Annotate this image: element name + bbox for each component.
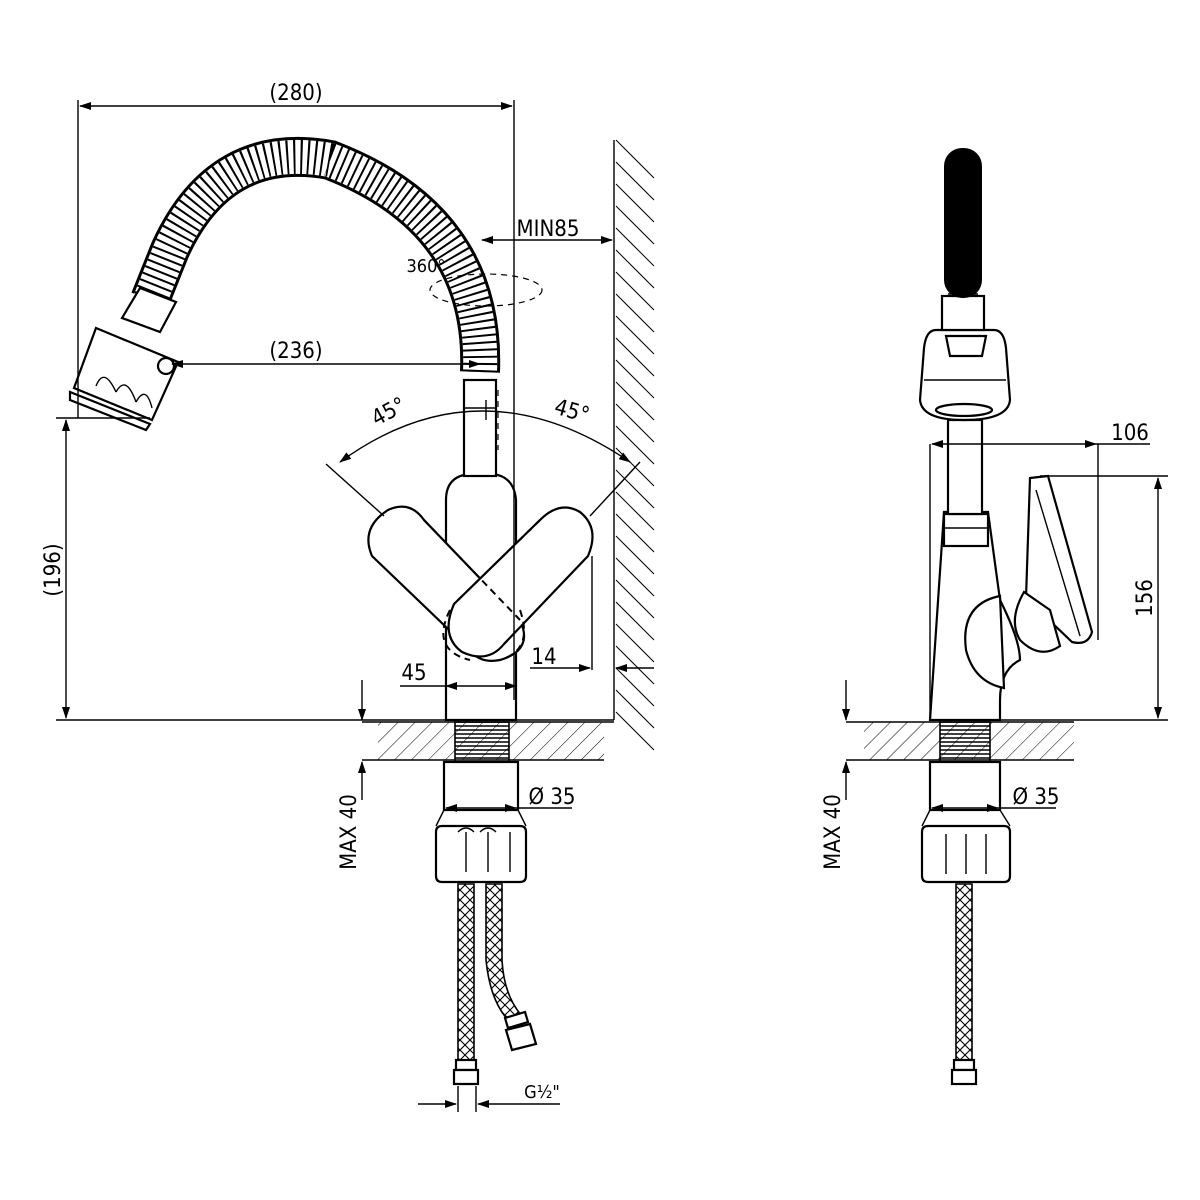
flexible-spout-hose	[131, 136, 501, 373]
wall-hatch-line	[615, 535, 655, 575]
wall-hatch-line	[615, 557, 655, 597]
wall-hatch-line	[615, 667, 655, 707]
swivel-indicator	[429, 273, 543, 307]
side-view: 106 156 Ø 35 MAX 40	[821, 148, 1168, 1086]
wall	[613, 139, 655, 751]
wall-hatch-line	[615, 491, 655, 531]
side-flexible-hose	[944, 148, 982, 298]
wall-hatch-line	[615, 425, 655, 465]
wall-hatch-line	[615, 161, 655, 201]
front-dimension-lines	[56, 100, 654, 1112]
wall-hatch-line	[615, 139, 655, 179]
side-spray-head	[918, 294, 1012, 422]
dim-thread: G½"	[524, 1082, 560, 1103]
side-dim-mount-diameter: Ø 35	[1012, 785, 1059, 810]
side-supply-hose	[950, 883, 978, 1086]
dim-height-spout: (196)	[41, 543, 66, 596]
wall-hatch-line	[615, 601, 655, 641]
wall-hatch-line	[615, 689, 655, 729]
side-spout-riser	[946, 418, 984, 516]
wall-hatch-line	[615, 579, 655, 619]
front-view: (280) (236) MIN85 360° 45° 45° (196) 45 …	[41, 81, 655, 1112]
dim-body-width: 45	[401, 661, 426, 686]
threaded-shank	[454, 721, 510, 763]
wall-hatch-line	[615, 249, 655, 289]
handle-angle-arc	[325, 400, 641, 517]
wall-hatch-line	[615, 315, 655, 355]
wall-hatch-line	[615, 227, 655, 267]
wall-hatch-line	[615, 205, 655, 245]
wall-hatch-line	[615, 337, 655, 377]
wall-hatch-line	[615, 403, 655, 443]
wall-hatch-line	[615, 183, 655, 223]
dim-max-deck: MAX 40	[337, 794, 362, 870]
side-handle-lever	[1013, 474, 1094, 653]
dim-handle-right-angle: 45°	[551, 395, 592, 429]
dim-wall-gap: 14	[531, 645, 556, 670]
side-dimension-lines	[842, 440, 1168, 812]
dim-wall-min: MIN85	[517, 217, 580, 242]
dim-mount-diameter: Ø 35	[528, 785, 575, 810]
wall-hatch-line	[615, 293, 655, 333]
spray-head	[68, 286, 180, 432]
spout-riser	[462, 378, 499, 478]
supply-hoses	[452, 883, 538, 1086]
handle-positions	[367, 505, 594, 662]
dim-reach-total: (280)	[269, 81, 322, 106]
dim-reach-spout: (236)	[269, 339, 322, 364]
wall-hatch-line	[615, 623, 655, 663]
wall-hatch-line	[615, 711, 655, 751]
wall-hatch-line	[615, 645, 655, 685]
wall-hatch-line	[615, 381, 655, 421]
side-dim-max-deck: MAX 40	[821, 794, 846, 870]
side-dim-handle-reach: 106	[1111, 421, 1149, 446]
side-dim-handle-height: 156	[1133, 579, 1158, 617]
mounting-nut	[434, 760, 528, 884]
side-mounting-nut	[920, 760, 1012, 884]
wall-hatch-line	[615, 359, 655, 399]
side-faucet-body	[928, 510, 1022, 722]
dim-swivel: 360°	[407, 256, 446, 277]
wall-hatch-line	[615, 513, 655, 553]
wall-hatch-line	[615, 469, 655, 509]
side-threaded-shank	[939, 721, 991, 763]
wall-hatch-line	[615, 271, 655, 311]
